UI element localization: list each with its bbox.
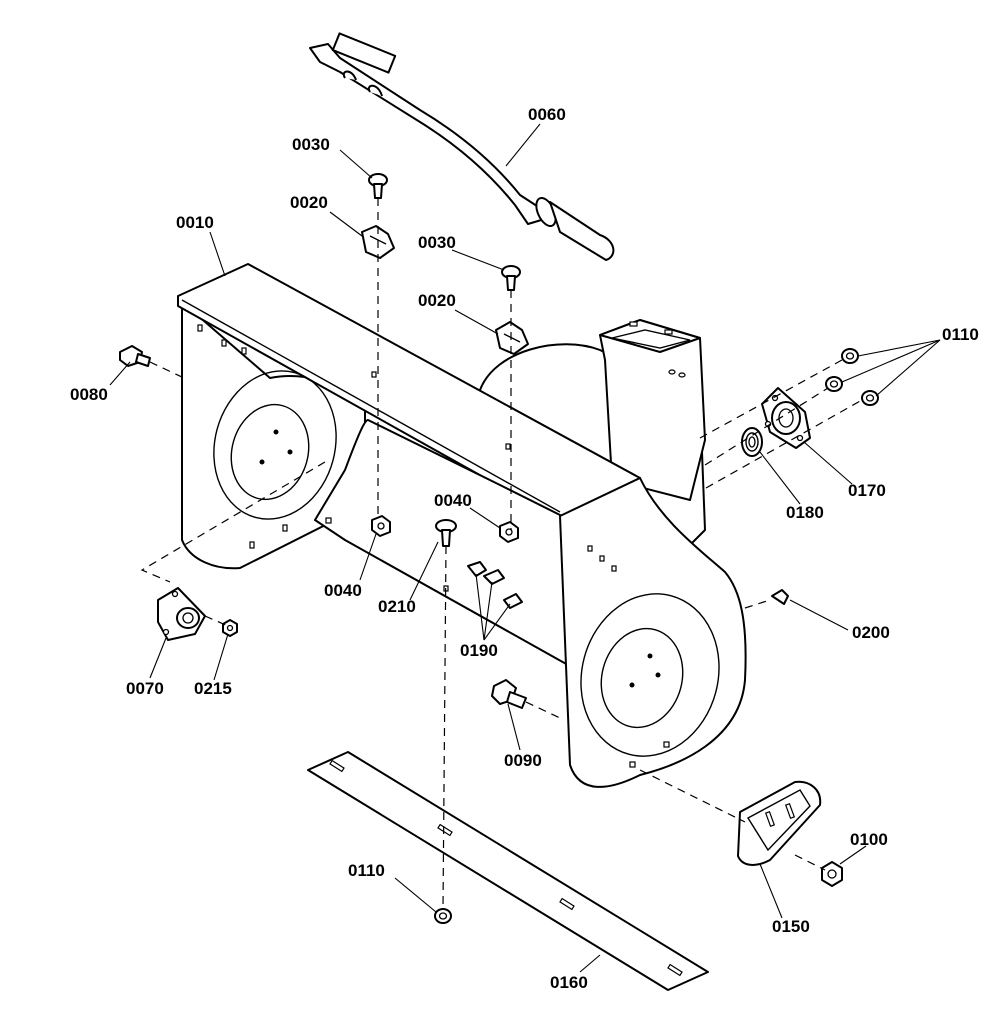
label-0160: 0160 (550, 973, 588, 992)
bolt-lower (491, 679, 527, 709)
label-0190: 0190 (460, 641, 498, 660)
scraper-bar (307, 751, 709, 991)
hex-nut-skid (821, 861, 843, 887)
label-0150: 0150 (772, 917, 810, 936)
label-0040-left: 0040 (324, 581, 362, 600)
label-0010: 0010 (176, 213, 214, 232)
label-0200: 0200 (852, 623, 890, 642)
label-0020-lower: 0020 (418, 291, 456, 310)
label-0100: 0100 (850, 830, 888, 849)
label-0060: 0060 (528, 105, 566, 124)
assembly-lines (140, 198, 863, 909)
part-labels: 0010 0020 0030 0030 0020 0060 0080 0040 … (70, 105, 979, 992)
label-0090: 0090 (504, 751, 542, 770)
label-0110-right: 0110 (942, 325, 979, 344)
label-0210: 0210 (378, 597, 416, 616)
screw-right (771, 589, 789, 605)
screw-lower (501, 265, 521, 291)
handle-rod (309, 32, 615, 261)
bolt-left (119, 345, 151, 367)
label-0080: 0080 (70, 385, 108, 404)
label-0030-upper: 0030 (292, 135, 330, 154)
label-0040-right: 0040 (434, 491, 472, 510)
label-0110-bottom: 0110 (348, 861, 385, 880)
label-0030-lower: 0030 (418, 233, 456, 252)
label-0180: 0180 (786, 503, 824, 522)
bearing-housing (761, 387, 811, 449)
nut-right (499, 521, 519, 543)
bolts-group (467, 561, 523, 609)
flange-nut-bottom (434, 908, 452, 924)
bearing (741, 427, 763, 457)
label-0070: 0070 (126, 679, 164, 698)
flange-nuts-right (825, 348, 879, 406)
nut-left (371, 515, 391, 537)
clip-lower (495, 321, 529, 355)
label-0215: 0215 (194, 679, 232, 698)
label-0170: 0170 (848, 481, 886, 500)
carriage-bolt (435, 519, 457, 547)
skid-shoe (737, 780, 822, 866)
hex-nut-small (222, 619, 238, 637)
screw-upper (368, 173, 388, 199)
leader-lines (109, 123, 941, 973)
bearing-flange (157, 587, 206, 641)
label-0020-upper: 0020 (290, 193, 328, 212)
